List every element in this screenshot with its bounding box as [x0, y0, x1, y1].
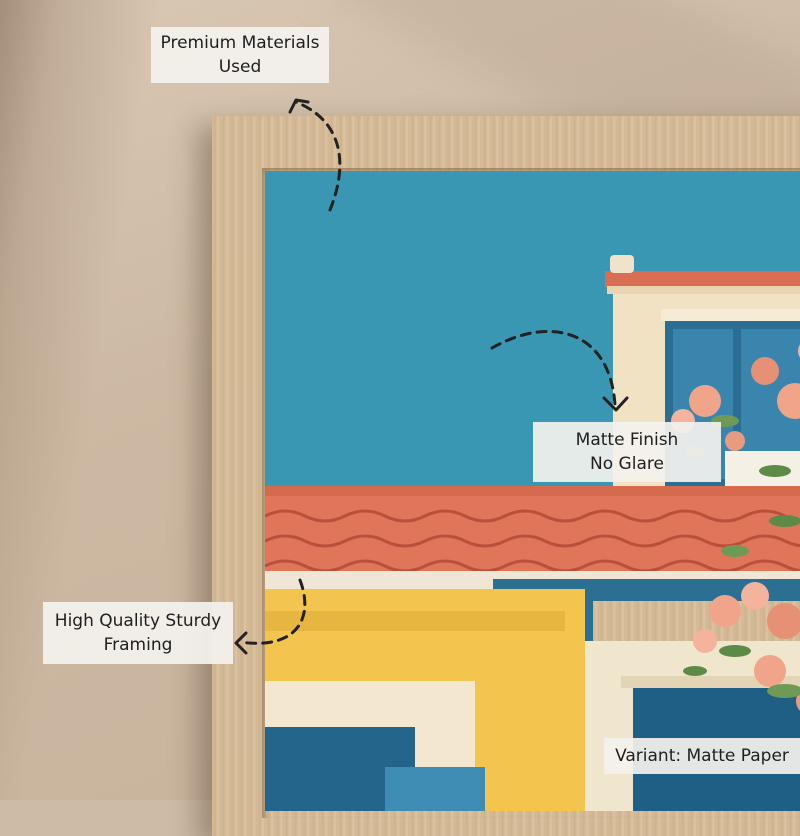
artwork-illustration	[265, 171, 800, 811]
label-framing-line1: High Quality Sturdy	[54, 611, 222, 631]
label-sturdy-framing: High Quality Sturdy Framing	[43, 602, 233, 664]
label-matte-line2: No Glare	[590, 454, 664, 474]
label-premium-line2: Used	[218, 57, 262, 77]
label-variant: Variant: Matte Paper	[604, 738, 800, 774]
label-premium-materials: Premium Materials Used	[151, 27, 329, 83]
window-surround	[265, 681, 485, 811]
label-framing-line2: Framing	[103, 635, 173, 655]
label-matte-line1: Matte Finish	[575, 430, 679, 450]
label-variant-text: Variant: Matte Paper	[615, 746, 789, 766]
framed-artwork	[265, 171, 800, 811]
label-premium-line1: Premium Materials	[160, 33, 320, 53]
roof-tiles	[265, 486, 800, 589]
bougainvillea-bottom	[683, 515, 800, 711]
label-matte-finish: Matte Finish No Glare	[533, 422, 721, 482]
